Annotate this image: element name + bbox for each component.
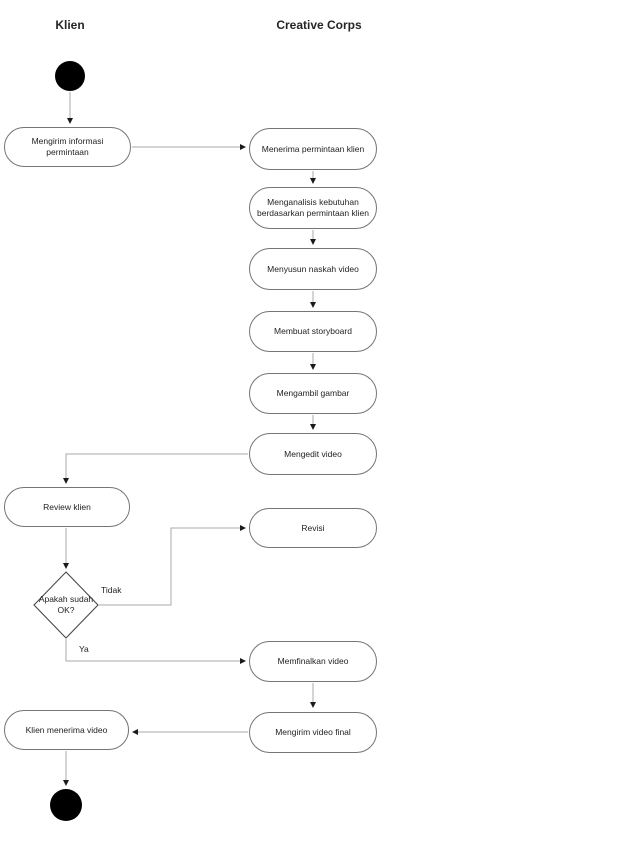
lane-header-klien: Klien	[55, 18, 85, 32]
activity-klien-menerima-video: Klien menerima video	[4, 710, 129, 750]
edge-mengedit-to-review	[63, 453, 248, 484]
edge-decision-tidak-to-revisi	[99, 525, 246, 606]
activity-mengirim-video-final: Mengirim video final	[249, 712, 377, 753]
activity-mengambil-gambar: Mengambil gambar	[249, 373, 377, 414]
activity-menerima-permintaan-klien: Menerima permintaan klien	[249, 128, 377, 170]
activity-membuat-storyboard: Membuat storyboard	[249, 311, 377, 352]
decision-diamond	[33, 571, 99, 639]
activity-revisi: Revisi	[249, 508, 377, 548]
start-node	[55, 61, 85, 91]
activity-menganalisis-kebutuhan: Menganalisis kebutuhan berdasarkan permi…	[249, 187, 377, 229]
activity-memfinalkan-video: Memfinalkan video	[249, 641, 377, 682]
end-node	[50, 789, 82, 821]
activity-mengirim-informasi-permintaan: Mengirim informasi permintaan	[4, 127, 131, 167]
guard-label-tidak: Tidak	[101, 585, 122, 595]
edge-decision-ya-to-memfinalkan	[65, 639, 246, 664]
activity-menyusun-naskah-video: Menyusun naskah video	[249, 248, 377, 290]
activity-mengedit-video: Mengedit video	[249, 433, 377, 475]
guard-label-ya: Ya	[79, 644, 89, 654]
decision-question-label: Apakah sudah OK?	[38, 594, 94, 615]
lane-header-creative-corps: Creative Corps	[276, 18, 362, 32]
activity-review-klien: Review klien	[4, 487, 130, 527]
